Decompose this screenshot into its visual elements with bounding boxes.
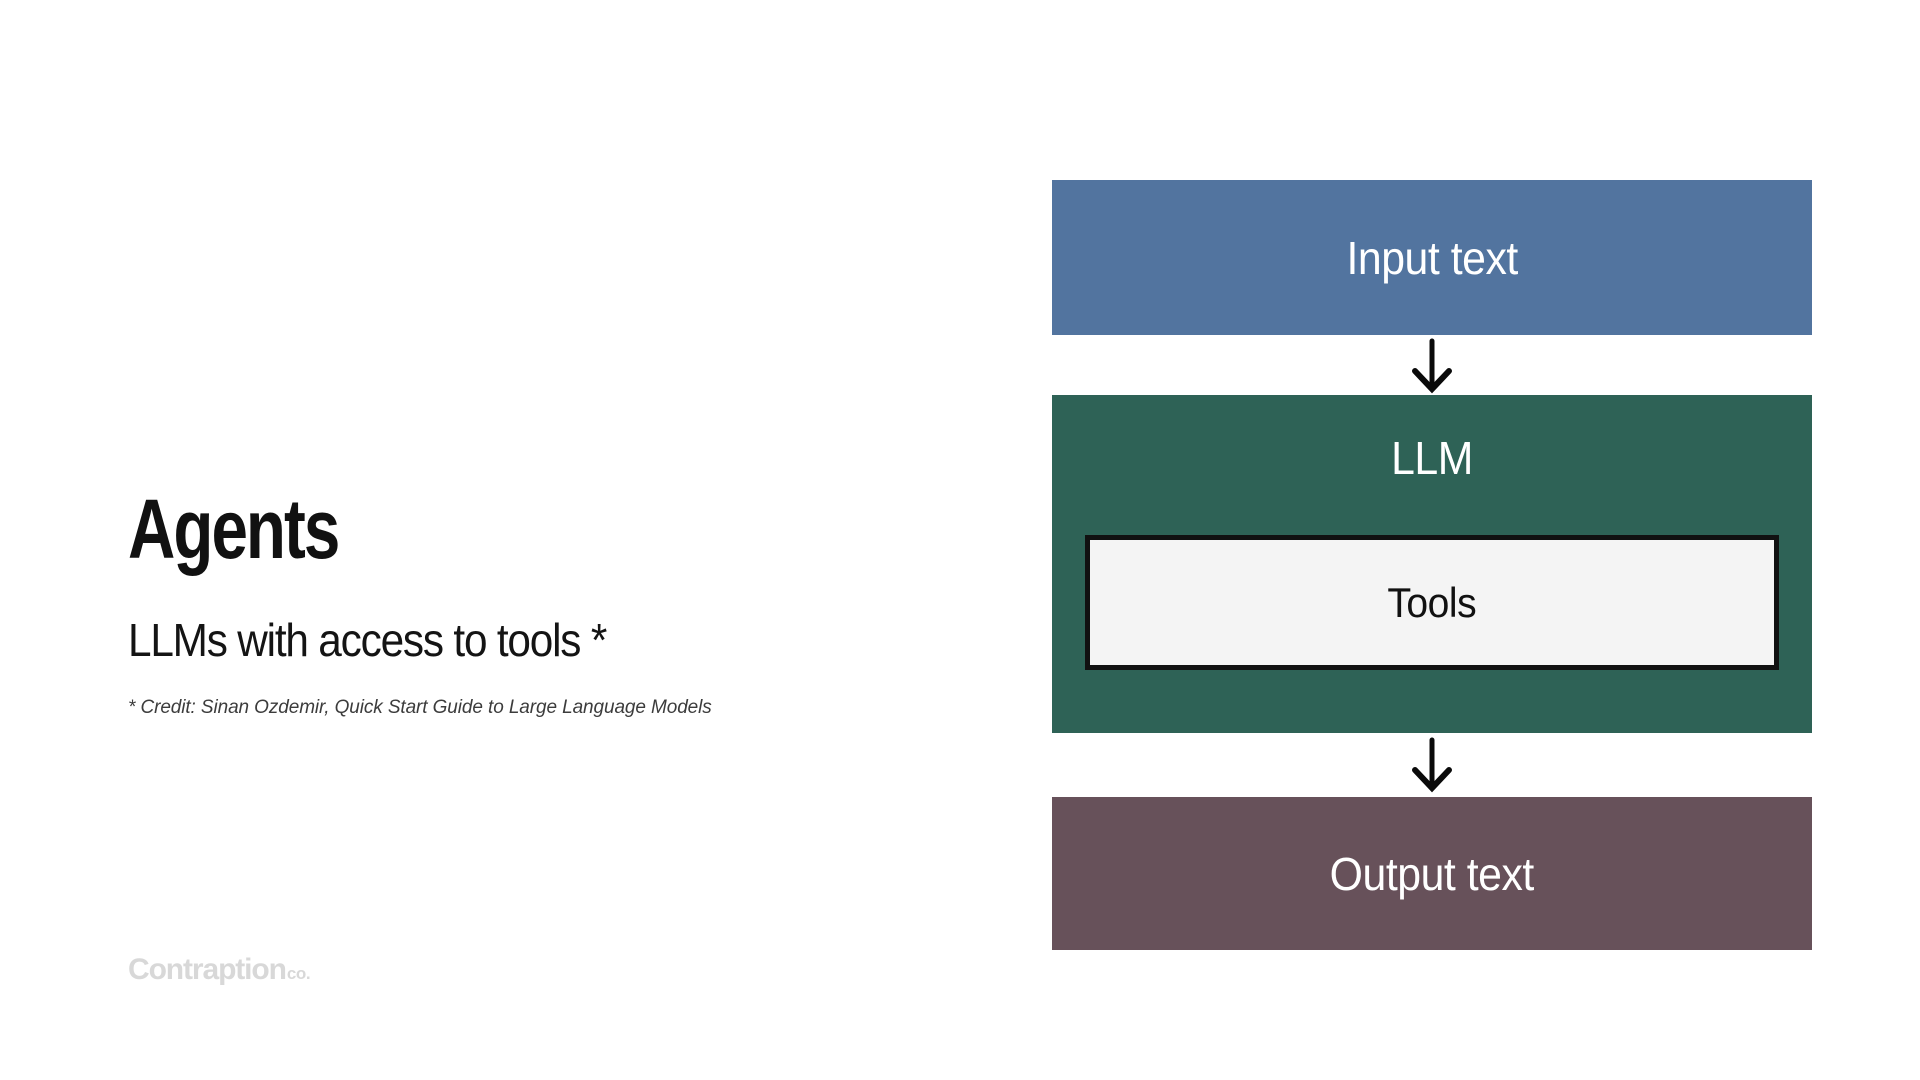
logo-suffix: co. <box>286 964 311 983</box>
diagram-node-tools-label: Tools <box>1387 578 1477 626</box>
credit-footnote: * Credit: Sinan Ozdemir, Quick Start Gui… <box>128 696 712 718</box>
arrow-down-icon <box>1404 338 1460 394</box>
diagram-node-output-text: Output text <box>1052 797 1812 950</box>
page-title: Agents <box>128 482 340 576</box>
diagram-node-llm: LLM Tools <box>1052 395 1812 733</box>
diagram-node-input-text-label: Input text <box>1346 231 1518 284</box>
diagram-node-output-text-label: Output text <box>1329 847 1535 900</box>
agent-flow-diagram: Input text LLM Tools Output text <box>1052 180 1812 950</box>
diagram-node-input-text: Input text <box>1052 180 1812 335</box>
slide-text-block: Agents LLMs with access to tools * * Cre… <box>128 482 928 719</box>
contraption-co-logo: Contraption co. <box>128 953 311 986</box>
diagram-node-llm-label: LLM <box>1391 432 1473 484</box>
arrow-down-icon <box>1404 737 1460 793</box>
diagram-node-tools: Tools <box>1085 535 1779 670</box>
slide-subtitle: LLMs with access to tools * <box>128 613 607 666</box>
logo-wordmark: Contraption <box>128 953 287 986</box>
